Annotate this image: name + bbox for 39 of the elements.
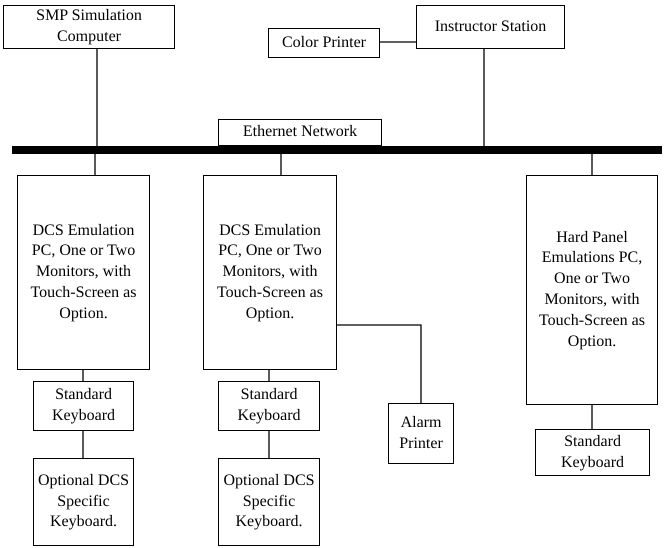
- node-label: SMP Simulation Computer: [35, 6, 143, 47]
- node-label: Standard Keyboard: [560, 432, 626, 472]
- node-label: DCS Emulation PC, One or Two Monitors, with Touch-Screen as Option.: [216, 220, 324, 324]
- device-box: [388, 403, 454, 464]
- connector-line: [591, 405, 593, 429]
- connector-line: [268, 431, 270, 458]
- device-box: [218, 458, 320, 546]
- device-box: [17, 175, 150, 370]
- device-box: [416, 5, 565, 49]
- device-box: [33, 381, 134, 431]
- device-box: [535, 429, 650, 476]
- node-label: Ethernet Network: [242, 122, 358, 142]
- connector-line: [94, 154, 96, 175]
- device-box: [3, 5, 175, 49]
- node-label: Instructor Station: [434, 16, 548, 37]
- node-label: Optional DCS Specific Keyboard.: [36, 470, 130, 532]
- device-box: [218, 381, 320, 431]
- device-box: [268, 28, 380, 58]
- connector-line: [268, 370, 270, 381]
- connector-line: [82, 370, 84, 381]
- node-label: Alarm Printer: [398, 412, 444, 454]
- connector-line: [380, 41, 416, 43]
- node-label: DCS Emulation PC, One or Two Monitors, with Touch-Screen as Option.: [30, 220, 138, 324]
- device-box: [33, 458, 134, 546]
- connector-line: [96, 49, 98, 146]
- node-label: Standard Keyboard: [236, 385, 302, 426]
- device-box: [218, 119, 382, 146]
- network-bus-bar: [12, 146, 662, 154]
- node-label: Optional DCS Specific Keyboard.: [222, 470, 316, 532]
- device-box: [526, 175, 658, 405]
- connector-line: [280, 154, 282, 175]
- node-label: Standard Keyboard: [50, 385, 116, 426]
- node-label: Color Printer: [281, 32, 367, 53]
- connector-line: [337, 324, 422, 403]
- connector-line: [591, 154, 593, 175]
- device-box: [203, 175, 337, 370]
- node-label: Hard Panel Emulations PC, One or Two Monitors, with Touch-Screen as Option.: [538, 228, 646, 352]
- connector-line: [82, 431, 84, 458]
- connector-line: [483, 49, 485, 146]
